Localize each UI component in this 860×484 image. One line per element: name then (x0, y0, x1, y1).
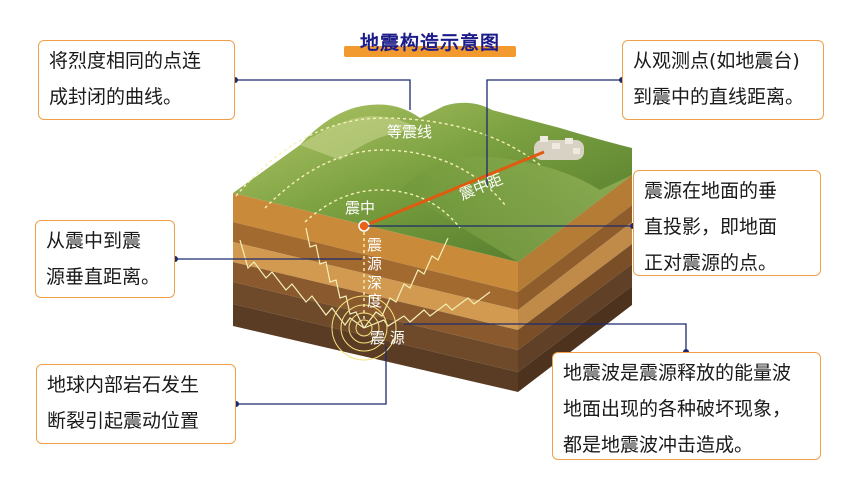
callout-line: 成封闭的曲线。 (49, 86, 183, 108)
callout-epicenter-definition: 震源在地面的垂 直投影，即地面 正对震源的点。 (633, 170, 821, 276)
callout-line: 直投影，即地面 (644, 216, 778, 238)
callout-line: 从观测点(如地震台) (633, 50, 800, 72)
callout-line: 震源在地面的垂 (644, 180, 778, 202)
callout-line: 都是地震波冲击造成。 (563, 434, 754, 456)
callout-focus-definition: 地球内部岩石发生 断裂引起震动位置 (36, 364, 236, 444)
callout-focal-depth-definition: 从震中到震 源垂直距离。 (35, 220, 175, 298)
callout-line: 地球内部岩石发生 (47, 374, 200, 396)
callout-seismic-wave-definition: 地震波是震源释放的能量波 地面出现的各种破坏现象， 都是地震波冲击造成。 (552, 352, 821, 460)
callout-line: 正对震源的点。 (644, 252, 778, 274)
callout-line: 源垂直距离。 (46, 266, 161, 288)
callout-epicentral-distance-definition: 从观测点(如地震台) 到震中的直线距离。 (622, 40, 824, 120)
focal-depth-char-4: 度 (367, 292, 382, 310)
leader-lines (175, 79, 687, 405)
title-block: 地震构造示意图 (344, 28, 516, 58)
focus-label: 震 源 (370, 329, 405, 347)
village (534, 136, 584, 160)
callout-line: 到震中的直线距离。 (633, 86, 805, 108)
focal-depth-char-3: 深 (367, 274, 382, 292)
isoseismal-label: 等震线 (387, 123, 432, 141)
callout-line: 将烈度相同的点连 (49, 50, 202, 72)
focal-depth-char-2: 源 (367, 255, 382, 273)
callout-line: 从震中到震 (46, 230, 142, 252)
callout-isoseismal-definition: 将烈度相同的点连 成封闭的曲线。 (38, 40, 235, 120)
title-underline (344, 46, 516, 57)
callout-line: 地面出现的各种破坏现象， (563, 398, 792, 420)
diagram-title: 地震构造示意图 (359, 32, 500, 54)
epicenter-dot (358, 220, 370, 232)
ground-surface (233, 102, 632, 262)
callout-line: 断裂引起震动位置 (47, 410, 200, 432)
isoseismal-lines (235, 117, 541, 229)
callout-line: 地震波是震源释放的能量波 (563, 362, 792, 384)
focal-depth-char-1: 震 (367, 236, 382, 254)
epicentral-distance-line (363, 150, 545, 228)
epicenter-label: 震中 (345, 199, 375, 217)
seismic-wave-rays (239, 227, 491, 329)
